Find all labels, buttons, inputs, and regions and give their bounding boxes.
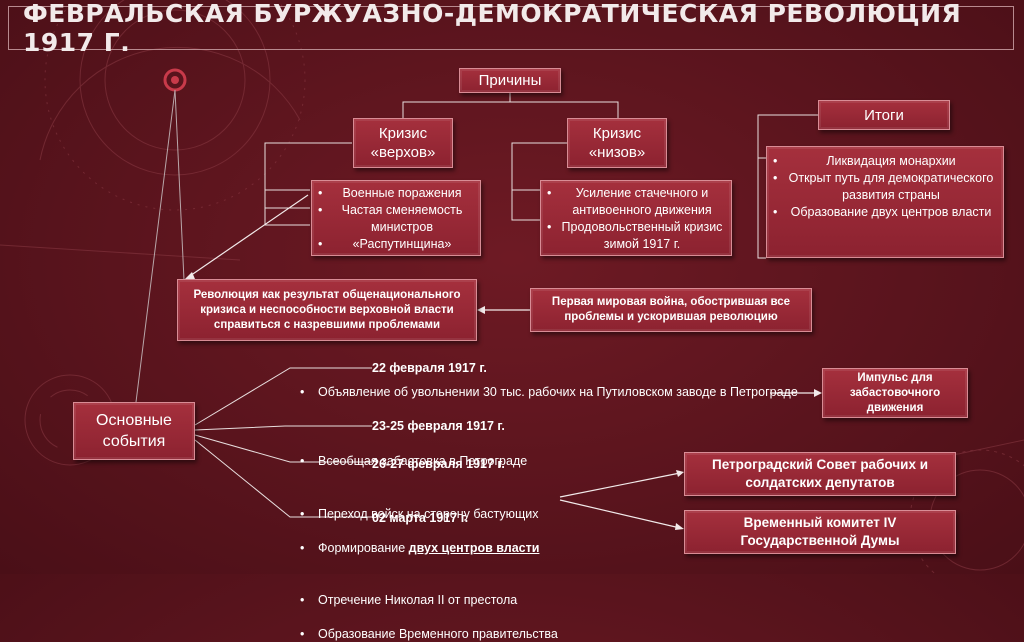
top-crisis-list: Военные поражения Частая сменяемость мин… (311, 180, 481, 256)
list-item: Частая сменяемость министров (318, 202, 474, 236)
list-item: Военные поражения (318, 185, 474, 202)
main-events-line1: Основные (96, 410, 172, 431)
event-date: 02 марта 1917 г. (372, 510, 468, 526)
list-item: Усиление стачечного и антивоенного движе… (547, 185, 725, 219)
soviet-box: Петроградский Совет рабочих и солдатских… (684, 452, 956, 496)
top-crisis-box: Кризис «верхов» (353, 118, 453, 168)
impulse-box: Импульс для забастовочного движения (822, 368, 968, 418)
results-label: Итоги (864, 107, 904, 124)
event-item: Отречение Николая II от престола (296, 592, 1024, 608)
bottom-crisis-box: Кризис «низов» (567, 118, 667, 168)
impulse-text: Импульс для забастовочного движения (829, 371, 961, 416)
main-events-line2: события (103, 431, 166, 452)
soviet-text: Петроградский Совет рабочих и солдатских… (693, 456, 947, 492)
revolution-text: Революция как результат общенациональног… (184, 288, 470, 333)
page-title: ФЕВРАЛЬСКАЯ БУРЖУАЗНО-ДЕМОКРАТИЧЕСКАЯ РЕ… (8, 6, 1014, 50)
committee-text: Временный комитет IV Государственной Дум… (693, 514, 947, 550)
bottom-crisis-title-line2: «низов» (589, 143, 645, 162)
list-item: Ликвидация монархии (773, 153, 997, 170)
event-date: 22 февраля 1917 г. (372, 360, 487, 376)
top-crisis-title-line2: «верхов» (371, 143, 436, 162)
event-item-text: Формирование (318, 541, 405, 555)
results-box: Итоги (818, 100, 950, 130)
war-text: Первая мировая война, обострившая все пр… (539, 295, 803, 325)
event-date: 26-27 февраля 1917 г. (372, 456, 505, 472)
event-date: 23-25 февраля 1917 г. (372, 418, 505, 434)
results-list: Ликвидация монархии Открыт путь для демо… (766, 146, 1004, 258)
war-box: Первая мировая война, обострившая все пр… (530, 288, 812, 332)
list-item: Продовольственный кризис зимой 1917 г. (547, 219, 725, 253)
event-item: Образование Временного правительства (296, 626, 1024, 642)
causes-label: Причины (479, 72, 542, 89)
bottom-crisis-title-line1: Кризис (593, 124, 641, 143)
revolution-box: Революция как результат общенациональног… (177, 279, 477, 341)
list-item: «Распутинщина» (318, 236, 474, 253)
top-crisis-title-line1: Кризис (379, 124, 427, 143)
event-item-emphasis: двух центров власти (409, 541, 540, 555)
list-item: Образование двух центров власти (773, 204, 997, 221)
bottom-crisis-list: Усиление стачечного и антивоенного движе… (540, 180, 732, 256)
causes-box: Причины (459, 68, 561, 93)
main-events-box: Основные события (73, 402, 195, 460)
event-item: Объявление об увольнении 30 тыс. рабочих… (296, 384, 808, 400)
list-item: Открыт путь для демократического развити… (773, 170, 997, 204)
committee-box: Временный комитет IV Государственной Дум… (684, 510, 956, 554)
